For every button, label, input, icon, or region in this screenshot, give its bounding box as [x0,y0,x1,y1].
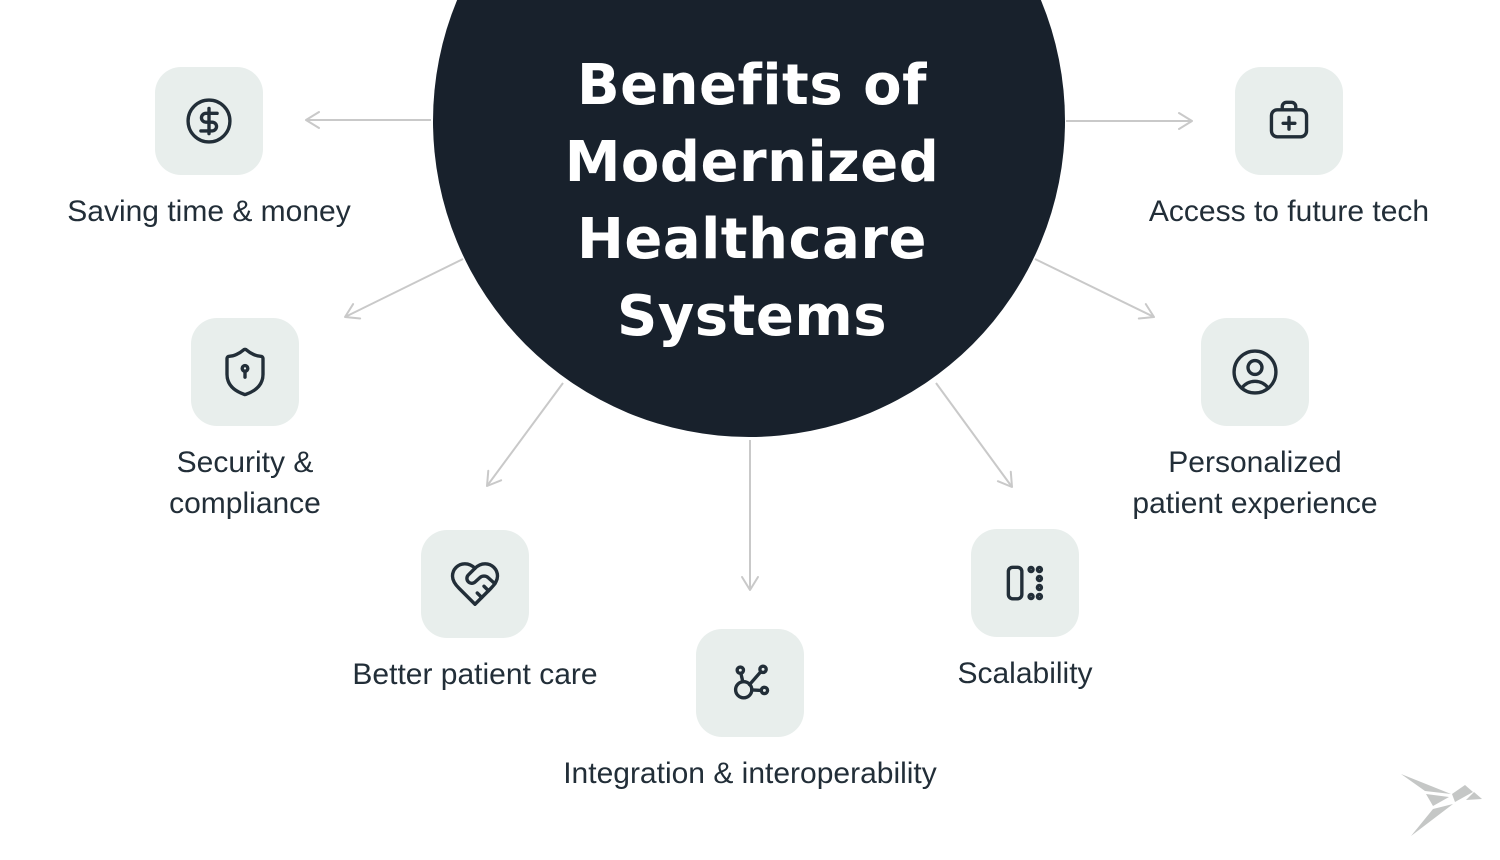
arrow-to-security [344,258,464,320]
arrow-to-personalized [1034,258,1155,320]
benefit-saving-time-money: Saving time & money [0,67,419,232]
heart-handshake-icon [450,562,500,606]
panel-scale-dots-icon [1006,565,1044,601]
arrow-to-better-care [486,382,564,487]
benefit-label: Saving time & money [67,195,351,228]
origami-bird-logo [1401,774,1482,836]
medical-bag-plus-icon [1269,100,1309,139]
user-circle-icon [1232,349,1278,395]
central-circle [433,0,1065,437]
network-nodes-icon [733,664,770,700]
icon-tile [421,530,529,638]
benefit-integration-interoperability: Integration & interoperability [490,629,1010,794]
benefit-label: Better patient care [352,658,598,691]
benefit-personalized-experience: Personalized patient experience [1035,318,1475,524]
icon-tile [696,629,804,737]
title-line: Healthcare [576,207,928,272]
dollar-coin-icon [186,98,232,144]
benefit-label: Scalability [957,657,1093,690]
title-line: Modernized [564,130,940,195]
shield-keyhole-icon [225,347,265,397]
title-line: Benefits of [576,53,927,118]
icon-tile [1235,67,1343,175]
benefit-label: Access to future tech [1148,195,1430,228]
icon-tile [971,529,1079,637]
benefit-security-compliance: Security & compliance [85,318,405,524]
icon-tile [191,318,299,426]
benefit-scalability: Scalability [875,529,1175,694]
benefit-label: Personalized patient experience [1132,446,1378,520]
arrow-to-scalability [935,382,1013,488]
title-line: Systems [616,284,888,349]
benefit-label: Security & compliance [169,446,321,520]
benefit-label: Integration & interoperability [563,757,937,790]
icon-tile [1201,318,1309,426]
benefit-better-patient-care: Better patient care [295,530,655,695]
connector-arrows [305,111,1193,591]
benefit-access-future-tech: Access to future tech [1079,67,1499,232]
icon-tile [155,67,263,175]
page-title: Benefits of Modernized Healthcare System… [452,47,1052,355]
